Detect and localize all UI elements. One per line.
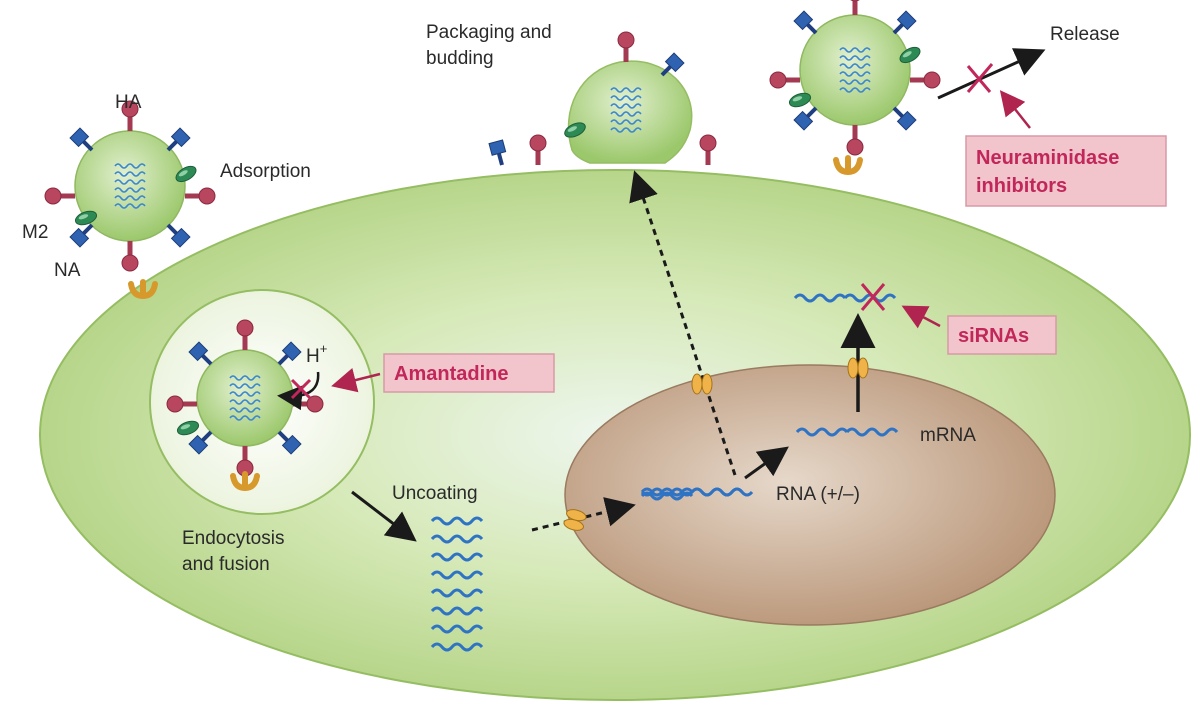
amantadine-pointer	[331, 368, 381, 393]
proton-arrow	[277, 371, 320, 411]
endocytosis-label-1: Endocytosis	[182, 528, 284, 549]
neuraminidase-box	[965, 135, 1167, 207]
nuclear-import-arrow	[531, 497, 636, 532]
release-label: Release	[1050, 24, 1120, 45]
amantadine-label: Amantadine	[394, 363, 508, 385]
packaging-label-1: Packaging and	[426, 22, 552, 43]
endosome-virion	[166, 319, 324, 488]
sirnas-box	[947, 315, 1057, 355]
ha-label: HA	[115, 92, 142, 113]
neuraminidase-label-1: Neuraminidase	[976, 147, 1119, 169]
sirna-block-x	[860, 283, 886, 311]
mrna-label: mRNA	[920, 425, 976, 446]
budding-virion	[561, 31, 693, 164]
rna-label: RNA (+/–)	[776, 484, 860, 505]
membrane-na-1	[488, 139, 510, 168]
release-arrow	[937, 48, 1046, 100]
adsorption-label: Adsorption	[220, 161, 311, 182]
neuraminidase-label-2: inhibitors	[976, 175, 1067, 197]
released-virion	[769, 0, 941, 156]
adsorbing-virion	[44, 100, 216, 296]
transcription-arrow	[744, 446, 789, 480]
sirnas-label: siRNAs	[958, 325, 1029, 347]
export-arrow	[629, 170, 737, 476]
m2-label: M2	[22, 222, 48, 243]
neuraminidase-pointer	[999, 90, 1031, 129]
membrane-ha-1	[529, 134, 547, 166]
packaging-label-2: budding	[426, 48, 494, 69]
sirna-pointer	[901, 305, 941, 329]
amantadine-box	[383, 353, 555, 393]
membrane-ha-2	[699, 134, 717, 166]
h-plus-label: H+	[306, 341, 327, 367]
release-block-x	[966, 63, 994, 93]
uncoating-arrow	[351, 490, 417, 542]
m2-block-x	[290, 378, 312, 400]
uncoating-label: Uncoating	[392, 483, 478, 504]
nucleus	[564, 364, 1056, 626]
rna-duplex	[640, 487, 754, 501]
endocytosis-label-2: and fusion	[182, 554, 270, 575]
na-label: NA	[54, 260, 81, 281]
release-receptor	[836, 158, 860, 172]
